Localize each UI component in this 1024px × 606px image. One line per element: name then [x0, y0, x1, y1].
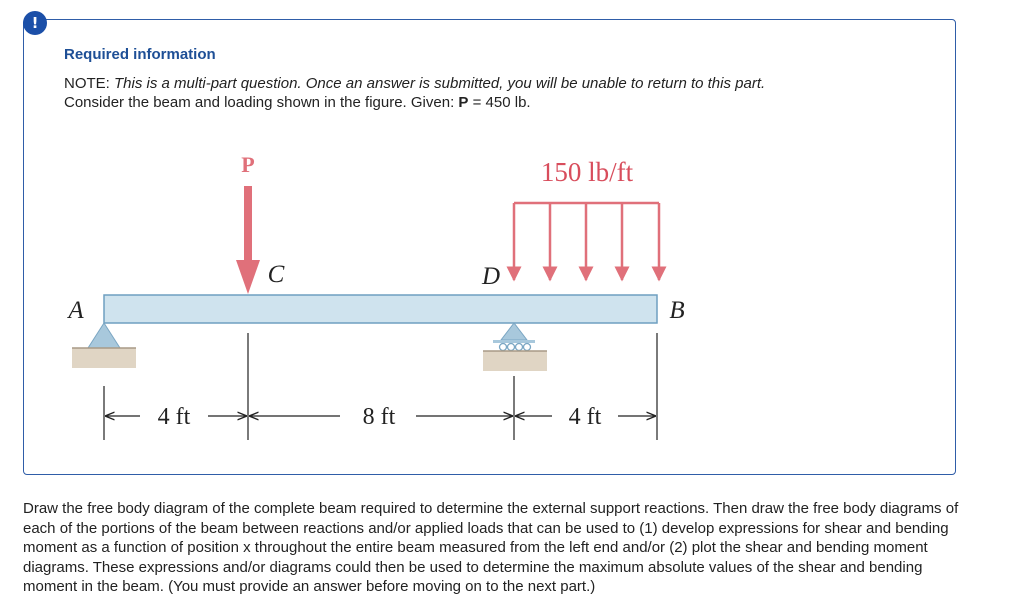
ground-a [72, 348, 136, 368]
exclamation-icon: ! [23, 11, 47, 35]
load-label-p: P [241, 152, 254, 177]
question-instructions: Draw the free body diagram of the comple… [23, 500, 959, 595]
load-shaft [244, 186, 252, 260]
point-label-d: D [481, 263, 500, 290]
pin-support-a [72, 322, 136, 368]
given-variable: P [458, 94, 469, 111]
given-prefix: Consider the beam and loading shown in t… [64, 94, 455, 111]
ground-d [483, 351, 547, 371]
load-arrowhead [236, 260, 260, 294]
distributed-load-label: 150 lb/ft [541, 157, 634, 187]
dimension-label-1: 4 ft [158, 404, 191, 430]
note-text: NOTE: This is a multi-part question. Onc… [64, 75, 765, 92]
beam [103, 294, 658, 324]
note-label: NOTE: [64, 75, 110, 92]
dimension-label-3: 4 ft [569, 404, 602, 430]
required-info-title: Required information [64, 46, 216, 63]
point-label-b: B [669, 297, 684, 324]
dimension-extension-lines [103, 333, 658, 440]
distributed-load [506, 201, 667, 282]
point-load-p [236, 186, 260, 294]
beam-figure: P 150 lb/ft [66, 152, 685, 440]
note-body: This is a multi-part question. Once an a… [114, 75, 766, 92]
given-value: = 450 lb. [472, 94, 531, 111]
point-label-a: A [66, 297, 84, 324]
dimension-label-2: 8 ft [363, 404, 396, 430]
roller-support-d [483, 322, 547, 371]
point-label-c: C [268, 261, 285, 288]
given-text: Consider the beam and loading shown in t… [64, 94, 531, 111]
required-info-box [23, 19, 956, 475]
